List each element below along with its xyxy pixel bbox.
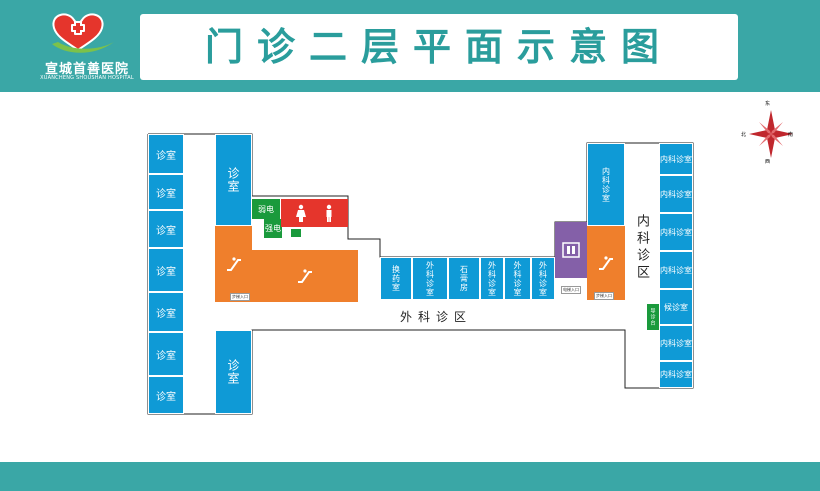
surgery-room-3-label: 外科诊室 [513, 260, 522, 297]
weak-power-room[interactable]: 弱电 [252, 199, 280, 219]
surgery-room-4-label: 外科诊室 [538, 260, 548, 297]
escalator-hall[interactable] [252, 250, 358, 302]
dressing-room-label: 换药室 [391, 265, 401, 292]
elevator[interactable] [555, 222, 587, 278]
room-right-7[interactable]: 内科诊室 [659, 361, 693, 388]
room-right-1[interactable]: 内科诊室 [659, 143, 693, 175]
surgery-room-1[interactable]: 外科诊室 [412, 257, 448, 300]
restroom-icon [295, 204, 331, 222]
hospital-english-name: XUANCHENG SHOUSHAN HOSPITAL [40, 75, 134, 81]
room-right-2[interactable]: 内科诊室 [659, 175, 693, 213]
compass-icon [749, 110, 793, 158]
room-left-4[interactable]: 诊室 [148, 248, 184, 292]
stairs-right[interactable] [587, 226, 625, 300]
room-right-4[interactable]: 内科诊室 [659, 251, 693, 289]
compass-rose [743, 100, 799, 166]
surgery-room-2[interactable]: 外科诊室 [480, 257, 504, 300]
heart-hand-logo-icon [52, 13, 114, 53]
escalator-icon [298, 269, 312, 283]
strong-power-room[interactable]: 强电 [264, 219, 282, 238]
footer-band [0, 462, 820, 491]
room-left-3[interactable]: 诊室 [148, 210, 184, 248]
plaster-room[interactable]: 石膏房 [448, 257, 480, 300]
dressing-room[interactable]: 换药室 [380, 257, 412, 300]
compass-west: 北 [741, 132, 747, 138]
hospital-name: 宣城首善医院 [44, 62, 129, 77]
room-left-6[interactable]: 诊室 [148, 332, 184, 376]
surgery-room-2-label: 外科诊室 [487, 260, 497, 297]
room-left-5[interactable]: 诊室 [148, 292, 184, 332]
room-left-big-top-label: 诊室 [226, 167, 240, 193]
internal-room-tall[interactable]: 内科诊室 [587, 143, 625, 226]
guide-desk[interactable]: 导诊台 [647, 304, 659, 330]
hospital-logo [38, 10, 138, 84]
title-panel [140, 14, 738, 80]
elevator-icon [562, 242, 580, 258]
elevator-entrance-label: 电梯入口 [561, 286, 581, 294]
escalator-icon [599, 256, 613, 270]
plaster-room-label: 石膏房 [459, 265, 469, 292]
room-left-7[interactable]: 诊室 [148, 376, 184, 414]
internal-zone-label: 内科诊区 [634, 214, 649, 282]
compass-east: 南 [788, 132, 794, 138]
surgery-room-1-label: 外科诊室 [425, 260, 435, 297]
room-right-3[interactable]: 内科诊室 [659, 213, 693, 251]
small-green-room[interactable] [291, 229, 301, 237]
surgery-room-3[interactable]: 外科诊室 [504, 257, 531, 300]
room-left-1[interactable]: 诊室 [148, 134, 184, 174]
escalator-icon [226, 257, 241, 271]
internal-room-tall-label: 内科诊室 [601, 166, 611, 203]
room-right-6[interactable]: 内科诊室 [659, 325, 693, 361]
compass-north: 东 [765, 101, 771, 107]
room-left-big-bottom[interactable]: 诊室 [215, 330, 252, 414]
guide-desk-label: 导诊台 [649, 308, 656, 326]
stairs-entrance-left-label: 步梯入口 [230, 293, 250, 301]
surgery-room-4[interactable]: 外科诊室 [531, 257, 555, 300]
restroom[interactable] [281, 199, 348, 227]
page-title: 门诊二层平面示意图 [204, 25, 673, 69]
room-left-big-bottom-label: 诊室 [226, 359, 240, 385]
waiting-room[interactable]: 候诊室 [659, 289, 693, 325]
compass-south: 西 [765, 159, 771, 165]
stairs-entrance-right-label: 步梯入口 [594, 292, 614, 300]
room-left-2[interactable]: 诊室 [148, 174, 184, 210]
stairs-left[interactable] [215, 226, 252, 302]
surgery-zone-label: 外科诊区 [400, 310, 473, 324]
room-left-big-top[interactable]: 诊室 [215, 134, 252, 226]
